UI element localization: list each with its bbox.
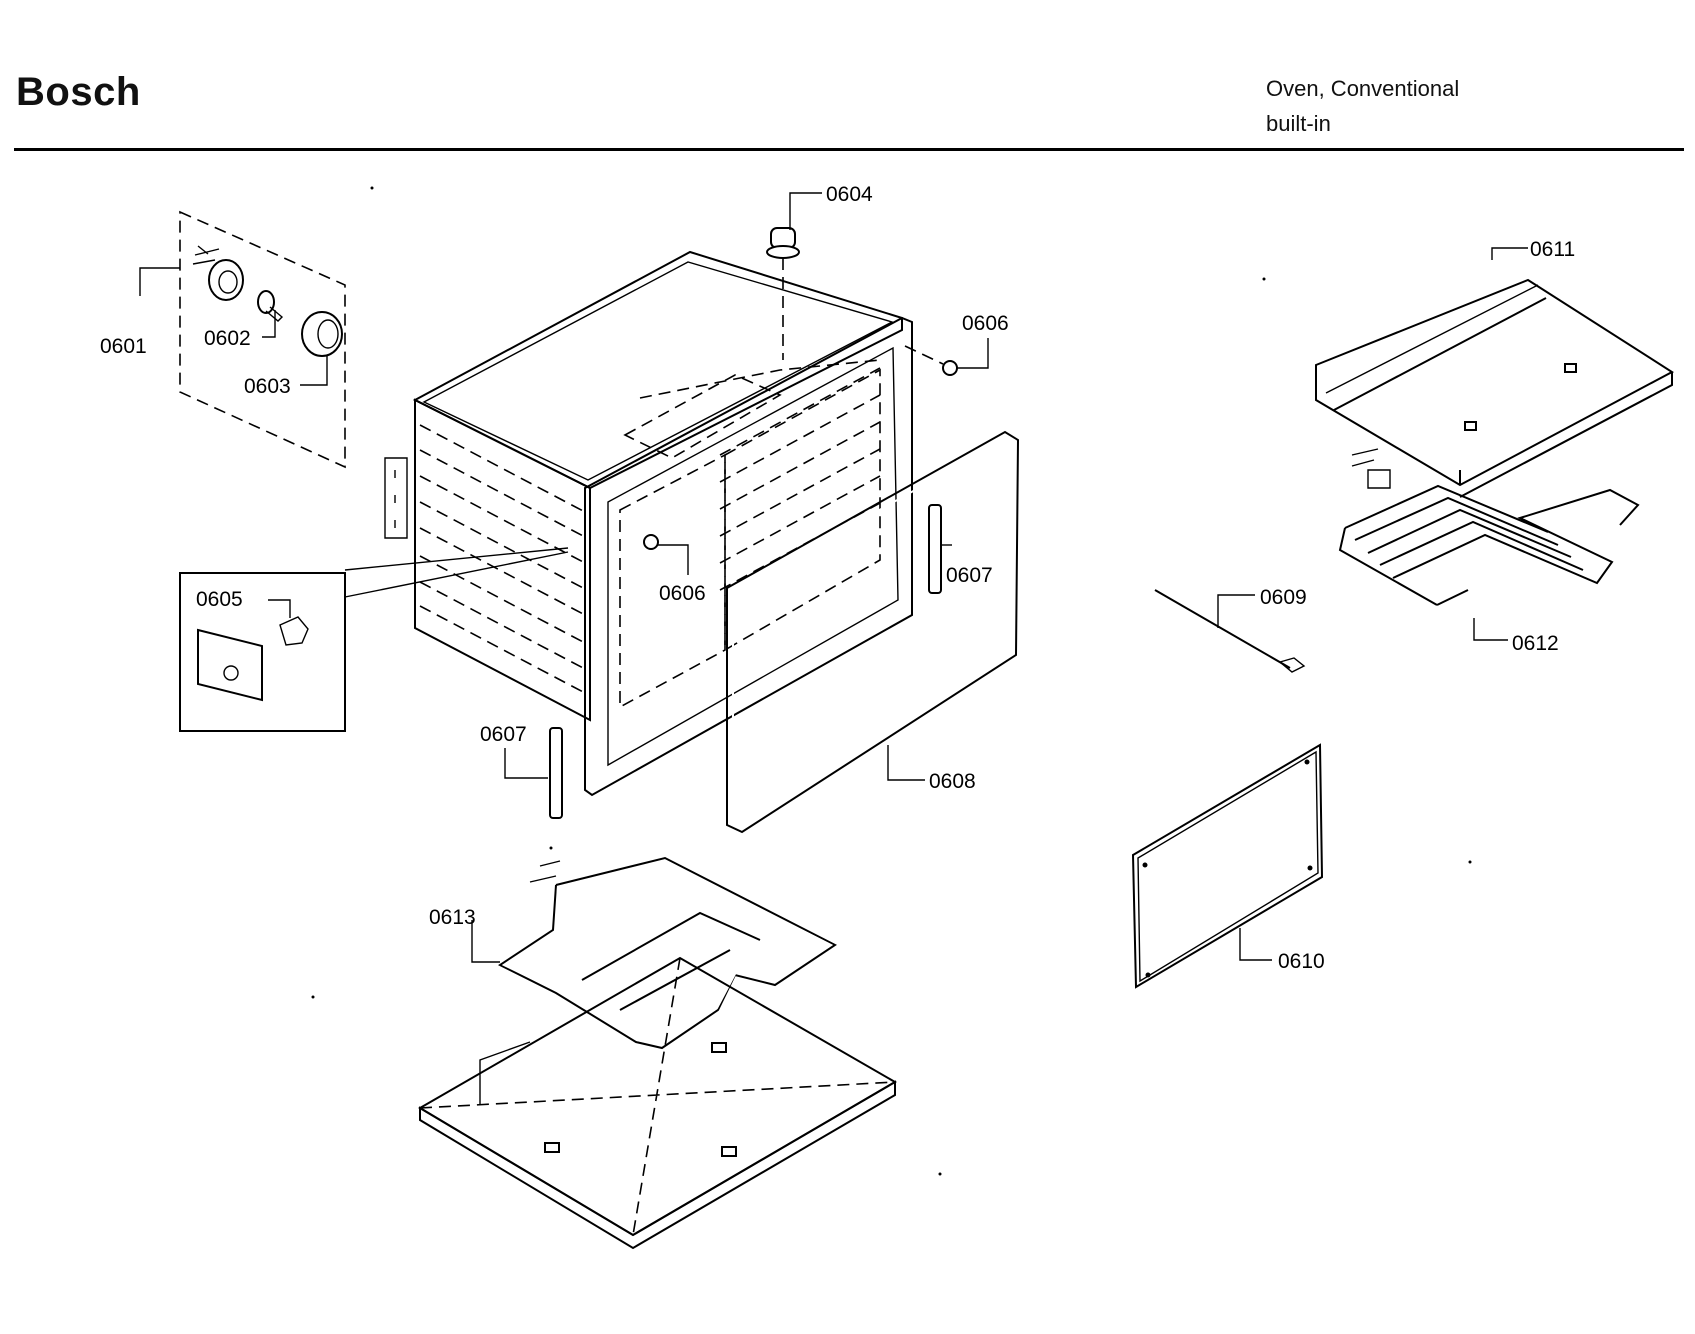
product-subtype: built-in [1266,111,1331,136]
header-divider [14,148,1684,151]
part-0612-broil-heating-element [1338,448,1640,641]
callout-0603: 0603 [244,375,291,398]
part-0605-inset [179,572,346,732]
callout-0606-front: 0606 [659,582,706,605]
callout-0612: 0612 [1512,632,1559,655]
part-0604-bumper [766,192,822,360]
part-0613-bottom-heating-element [471,856,837,1050]
product-type: Oven, Conventional [1266,76,1460,101]
callout-0610: 0610 [1278,950,1325,973]
scan-specks [311,186,1472,1176]
part-0607-rail-bottom [504,727,563,819]
brand-title: Bosch [16,70,141,114]
part-0609-temperature-sensor [1154,589,1306,673]
part-0608-door-gasket [726,430,1020,834]
callout-0601: 0601 [100,335,147,358]
oven-cavity [344,250,913,797]
oven-bottom-pan [418,956,897,1250]
callout-0611: 0611 [1530,238,1575,261]
lamp-bulb-part [257,290,284,322]
callout-0605: 0605 [196,588,243,611]
callout-0606-top: 0606 [962,312,1009,335]
callout-0609: 0609 [1260,586,1307,609]
lamp-cover-part [301,311,343,357]
callout-0608: 0608 [929,770,976,793]
part-0607-rail-right [928,504,952,594]
part-0606-screw-top [904,338,989,376]
lamp-socket-part [192,245,244,301]
lamp-assembly-group [139,210,346,469]
callout-0602: 0602 [204,327,251,350]
callout-0604: 0604 [826,183,873,206]
callout-0607-bottom: 0607 [480,723,527,746]
part-0606-screw-front [643,534,689,575]
part-0611-top-cover [1315,247,1674,498]
callout-0607-right: 0607 [946,564,993,587]
part-0610-rear-panel [1131,743,1324,989]
callout-0613: 0613 [429,906,476,929]
